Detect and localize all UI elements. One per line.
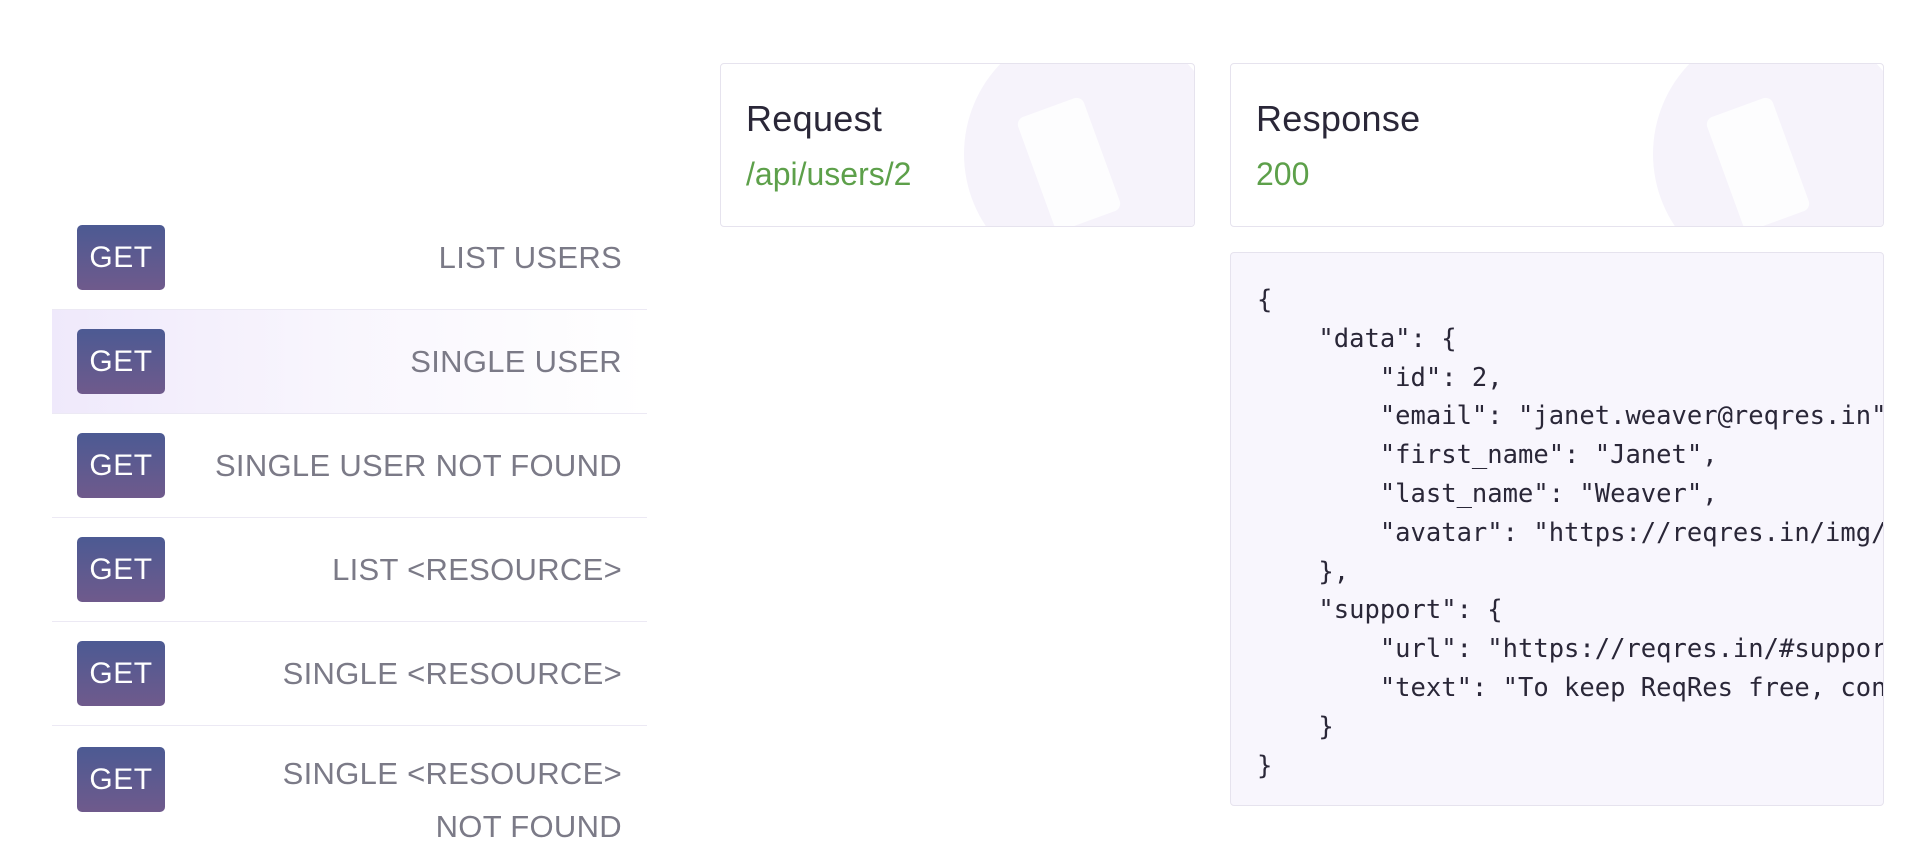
json-line: "avatar": "https://reqres.in/img/fa	[1257, 517, 1884, 548]
method-badge: GET	[77, 329, 165, 394]
endpoint-list-resource[interactable]: GET LIST <RESOURCE>	[52, 518, 647, 622]
json-line: {	[1257, 285, 1273, 315]
json-line: "support": {	[1257, 595, 1503, 626]
response-status: 200	[1256, 156, 1310, 192]
json-line: }	[1257, 711, 1334, 742]
request-card: Request /api/users/2	[720, 63, 1195, 227]
endpoint-single-resource-not-found[interactable]: GET SINGLE <RESOURCE> NOT FOUND	[52, 726, 647, 858]
endpoint-label: SINGLE <RESOURCE>	[282, 656, 622, 691]
json-line: "first_name": "Janet",	[1257, 440, 1718, 471]
watermark-icon	[1653, 64, 1883, 226]
endpoint-label: LIST <RESOURCE>	[332, 552, 622, 587]
json-line: "email": "janet.weaver@reqres.in",	[1257, 401, 1884, 432]
json-line: "last_name": "Weaver",	[1257, 478, 1718, 509]
endpoint-label: SINGLE USER NOT FOUND	[214, 448, 622, 483]
json-line: }	[1257, 750, 1273, 781]
response-card: Response 200	[1230, 63, 1884, 227]
request-path: /api/users/2	[746, 156, 912, 192]
json-line: "text": "To keep ReqRes free, contr	[1257, 672, 1884, 703]
method-badge: GET	[77, 225, 165, 290]
json-line: "url": "https://reqres.in/#support-	[1257, 634, 1884, 665]
method-badge: GET	[77, 641, 165, 706]
endpoint-single-resource[interactable]: GET SINGLE <RESOURCE>	[52, 622, 647, 726]
response-body[interactable]: { "data": { "id": 2, "email": "janet.wea…	[1230, 252, 1884, 806]
method-badge: GET	[77, 747, 165, 812]
response-json: { "data": { "id": 2, "email": "janet.wea…	[1257, 281, 1884, 785]
endpoint-list-users[interactable]: GET LIST USERS	[52, 206, 647, 310]
endpoint-label: SINGLE <RESOURCE> NOT FOUND	[282, 756, 622, 844]
json-line: "id": 2,	[1257, 362, 1503, 393]
request-title: Request	[746, 98, 883, 139]
endpoint-list: GET LIST USERS GET SINGLE USER GET SINGL…	[52, 206, 647, 858]
method-badge: GET	[77, 433, 165, 498]
method-badge: GET	[77, 537, 165, 602]
json-line: "data": {	[1257, 323, 1457, 354]
json-line: },	[1257, 556, 1350, 587]
response-title: Response	[1256, 98, 1421, 139]
endpoint-label: SINGLE USER	[410, 344, 622, 379]
watermark-icon	[964, 64, 1194, 226]
endpoint-label: LIST USERS	[438, 240, 622, 275]
endpoint-single-user-not-found[interactable]: GET SINGLE USER NOT FOUND	[52, 414, 647, 518]
endpoint-single-user[interactable]: GET SINGLE USER	[52, 310, 647, 414]
